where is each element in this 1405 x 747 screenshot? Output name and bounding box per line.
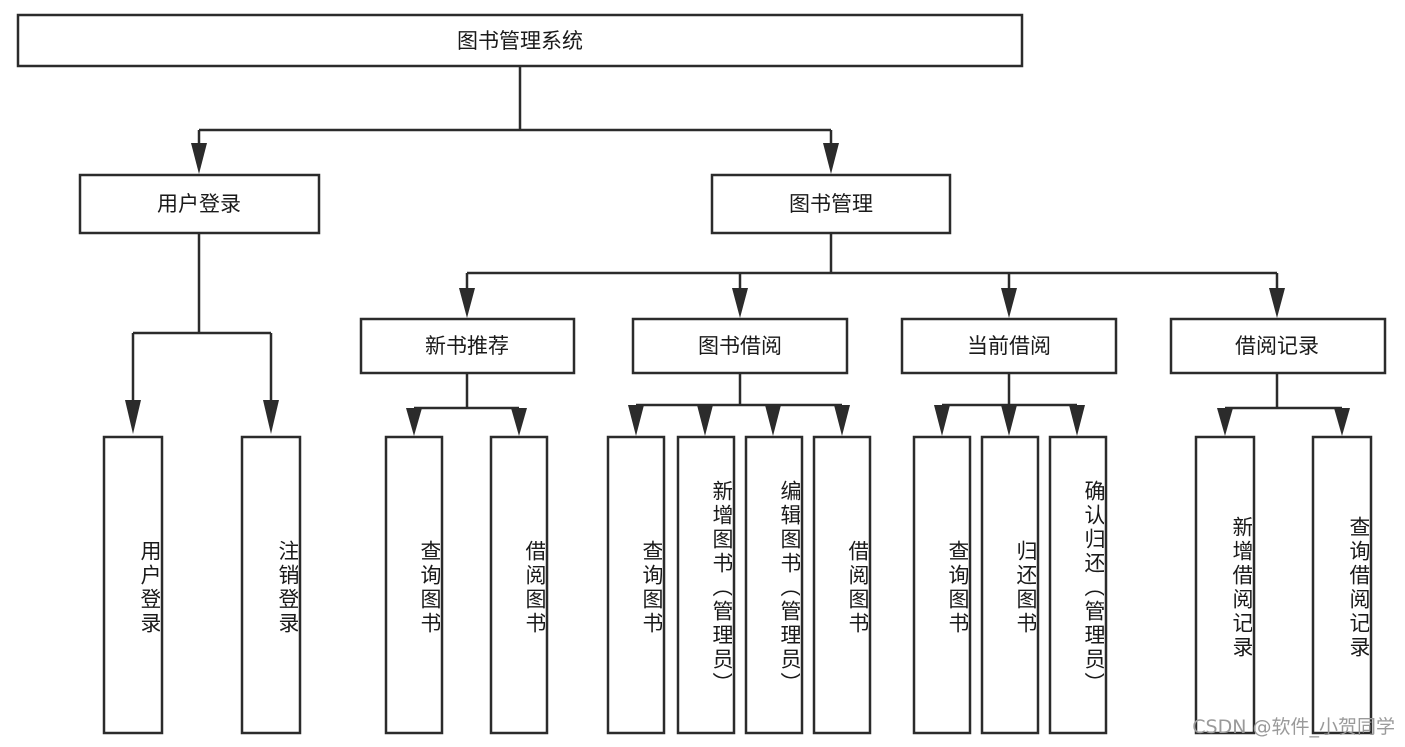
node-user-login[interactable]: 用户登录 — [78, 173, 321, 235]
arrowhead-leaf-user-login — [125, 400, 141, 434]
arrowhead-new-book-recommend — [459, 288, 475, 318]
leaf-edit-book-text-holder: 编辑图书（管理员） — [778, 480, 800, 696]
leaf-query-borrow-record[interactable]: 查询借阅记录 — [1311, 435, 1373, 735]
node-borrow-record[interactable]: 借阅记录 — [1169, 317, 1387, 375]
leaf-user-logout-box[interactable] — [240, 435, 302, 735]
leaf-query-book-2-box[interactable] — [606, 435, 666, 735]
leaf-return-book-box[interactable] — [980, 435, 1040, 735]
node-root[interactable]: 图书管理系统 — [16, 13, 1024, 68]
node-book-management[interactable]: 图书管理 — [710, 173, 952, 235]
arrowhead-leaf-edit-book — [765, 405, 781, 436]
arrowhead-leaf-borrow-book-1 — [511, 408, 527, 436]
leaf-query-book-2-label: 查询图书 — [640, 540, 662, 636]
arrowhead-book-borrow — [732, 288, 748, 318]
leaf-borrow-book-2-text-holder: 借阅图书 — [846, 540, 868, 636]
leaf-confirm-return[interactable]: 确认归还（管理员） — [1048, 435, 1108, 735]
node-current-borrow[interactable]: 当前借阅 — [900, 317, 1118, 375]
node-borrow-record-box[interactable] — [1169, 317, 1387, 375]
leaf-return-book[interactable]: 归还图书 — [980, 435, 1040, 735]
arrowhead-leaf-query-book-3 — [934, 405, 950, 436]
arrowhead-leaf-borrow-book-2 — [834, 405, 850, 436]
leaf-user-logout-text-holder: 注销登录 — [276, 540, 298, 636]
node-book-borrow[interactable]: 图书借阅 — [631, 317, 849, 375]
leaf-user-login[interactable]: 用户登录 — [102, 435, 164, 735]
arrowhead-borrow-record — [1269, 288, 1285, 318]
leaf-user-login-label: 用户登录 — [138, 540, 160, 636]
node-new-book-recommend-label: 新书推荐 — [425, 334, 509, 358]
leaf-borrow-book-2[interactable]: 借阅图书 — [812, 435, 872, 735]
leaf-borrow-book-1-label: 借阅图书 — [523, 540, 545, 636]
leaf-confirm-return-label: 确认归还（管理员） — [1082, 480, 1104, 696]
leaf-query-book-1-label: 查询图书 — [418, 540, 440, 636]
leaf-query-book-3-label: 查询图书 — [946, 540, 968, 636]
node-root-box[interactable] — [16, 13, 1024, 68]
leaf-confirm-return-box[interactable] — [1048, 435, 1108, 735]
node-user-login-box[interactable] — [78, 173, 321, 235]
arrowhead-leaf-return-book — [1001, 405, 1017, 436]
leaf-user-logout-label: 注销登录 — [276, 540, 298, 636]
leaf-edit-book[interactable]: 编辑图书（管理员） — [744, 435, 804, 735]
leaf-add-borrow-record-label: 新增借阅记录 — [1230, 516, 1252, 660]
arrowhead-leaf-query-borrow-record — [1334, 408, 1350, 436]
leaf-borrow-book-1[interactable]: 借阅图书 — [489, 435, 549, 735]
node-new-book-recommend-box[interactable] — [359, 317, 576, 375]
leaf-user-login-text-holder: 用户登录 — [138, 540, 160, 636]
leaf-borrow-book-2-box[interactable] — [812, 435, 872, 735]
node-root-label: 图书管理系统 — [457, 29, 583, 53]
leaf-return-book-label: 归还图书 — [1014, 540, 1036, 636]
arrowhead-current-borrow — [1001, 288, 1017, 318]
node-current-borrow-box[interactable] — [900, 317, 1118, 375]
leaf-borrow-book-1-box[interactable] — [489, 435, 549, 735]
leaf-user-logout[interactable]: 注销登录 — [240, 435, 302, 735]
leaf-borrow-book-1-text-holder: 借阅图书 — [523, 540, 545, 636]
arrowhead-book-management — [823, 143, 839, 174]
leaf-query-borrow-record-text-holder: 查询借阅记录 — [1347, 516, 1369, 660]
arrowhead-leaf-query-book-2 — [628, 405, 644, 436]
arrowhead-user-login — [191, 143, 207, 174]
arrowhead-leaf-add-book — [697, 405, 713, 436]
leaf-confirm-return-text-holder: 确认归还（管理员） — [1082, 480, 1104, 696]
arrowhead-leaf-confirm-return — [1069, 405, 1085, 436]
leaf-query-book-3-box[interactable] — [912, 435, 972, 735]
leaf-query-book-1[interactable]: 查询图书 — [384, 435, 444, 735]
leaf-edit-book-box[interactable] — [744, 435, 804, 735]
leaf-edit-book-label: 编辑图书（管理员） — [778, 480, 800, 696]
leaf-add-borrow-record[interactable]: 新增借阅记录 — [1194, 435, 1256, 735]
leaf-user-login-box[interactable] — [102, 435, 164, 735]
leaf-add-book-box[interactable] — [676, 435, 736, 735]
leaf-query-book-3[interactable]: 查询图书 — [912, 435, 972, 735]
node-new-book-recommend[interactable]: 新书推荐 — [359, 317, 576, 375]
leaf-borrow-book-2-label: 借阅图书 — [846, 540, 868, 636]
leaf-query-borrow-record-box[interactable] — [1311, 435, 1373, 735]
node-current-borrow-label: 当前借阅 — [967, 334, 1051, 358]
leaf-add-book-label: 新增图书（管理员） — [710, 480, 732, 696]
leaf-query-borrow-record-label: 查询借阅记录 — [1347, 516, 1369, 660]
node-borrow-record-label: 借阅记录 — [1235, 334, 1319, 358]
node-book-borrow-box[interactable] — [631, 317, 849, 375]
arrowhead-leaf-query-book-1 — [406, 408, 422, 436]
arrowhead-leaf-user-logout — [263, 400, 279, 434]
leaf-query-book-2[interactable]: 查询图书 — [606, 435, 666, 735]
node-book-borrow-label: 图书借阅 — [698, 334, 782, 358]
leaf-query-book-3-text-holder: 查询图书 — [946, 540, 968, 636]
leaf-add-book[interactable]: 新增图书（管理员） — [676, 435, 736, 735]
leaf-query-book-2-text-holder: 查询图书 — [640, 540, 662, 636]
leaf-add-borrow-record-text-holder: 新增借阅记录 — [1230, 516, 1252, 660]
node-book-management-box[interactable] — [710, 173, 952, 235]
connector-layer — [125, 66, 1350, 436]
arrowhead-leaf-add-borrow-record — [1217, 408, 1233, 436]
node-user-login-label: 用户登录 — [157, 192, 241, 216]
leaf-add-book-text-holder: 新增图书（管理员） — [710, 480, 732, 696]
leaf-query-book-1-box[interactable] — [384, 435, 444, 735]
leaf-return-book-text-holder: 归还图书 — [1014, 540, 1036, 636]
leaf-query-book-1-text-holder: 查询图书 — [418, 540, 440, 636]
node-book-management-label: 图书管理 — [789, 192, 873, 216]
leaf-add-borrow-record-box[interactable] — [1194, 435, 1256, 735]
